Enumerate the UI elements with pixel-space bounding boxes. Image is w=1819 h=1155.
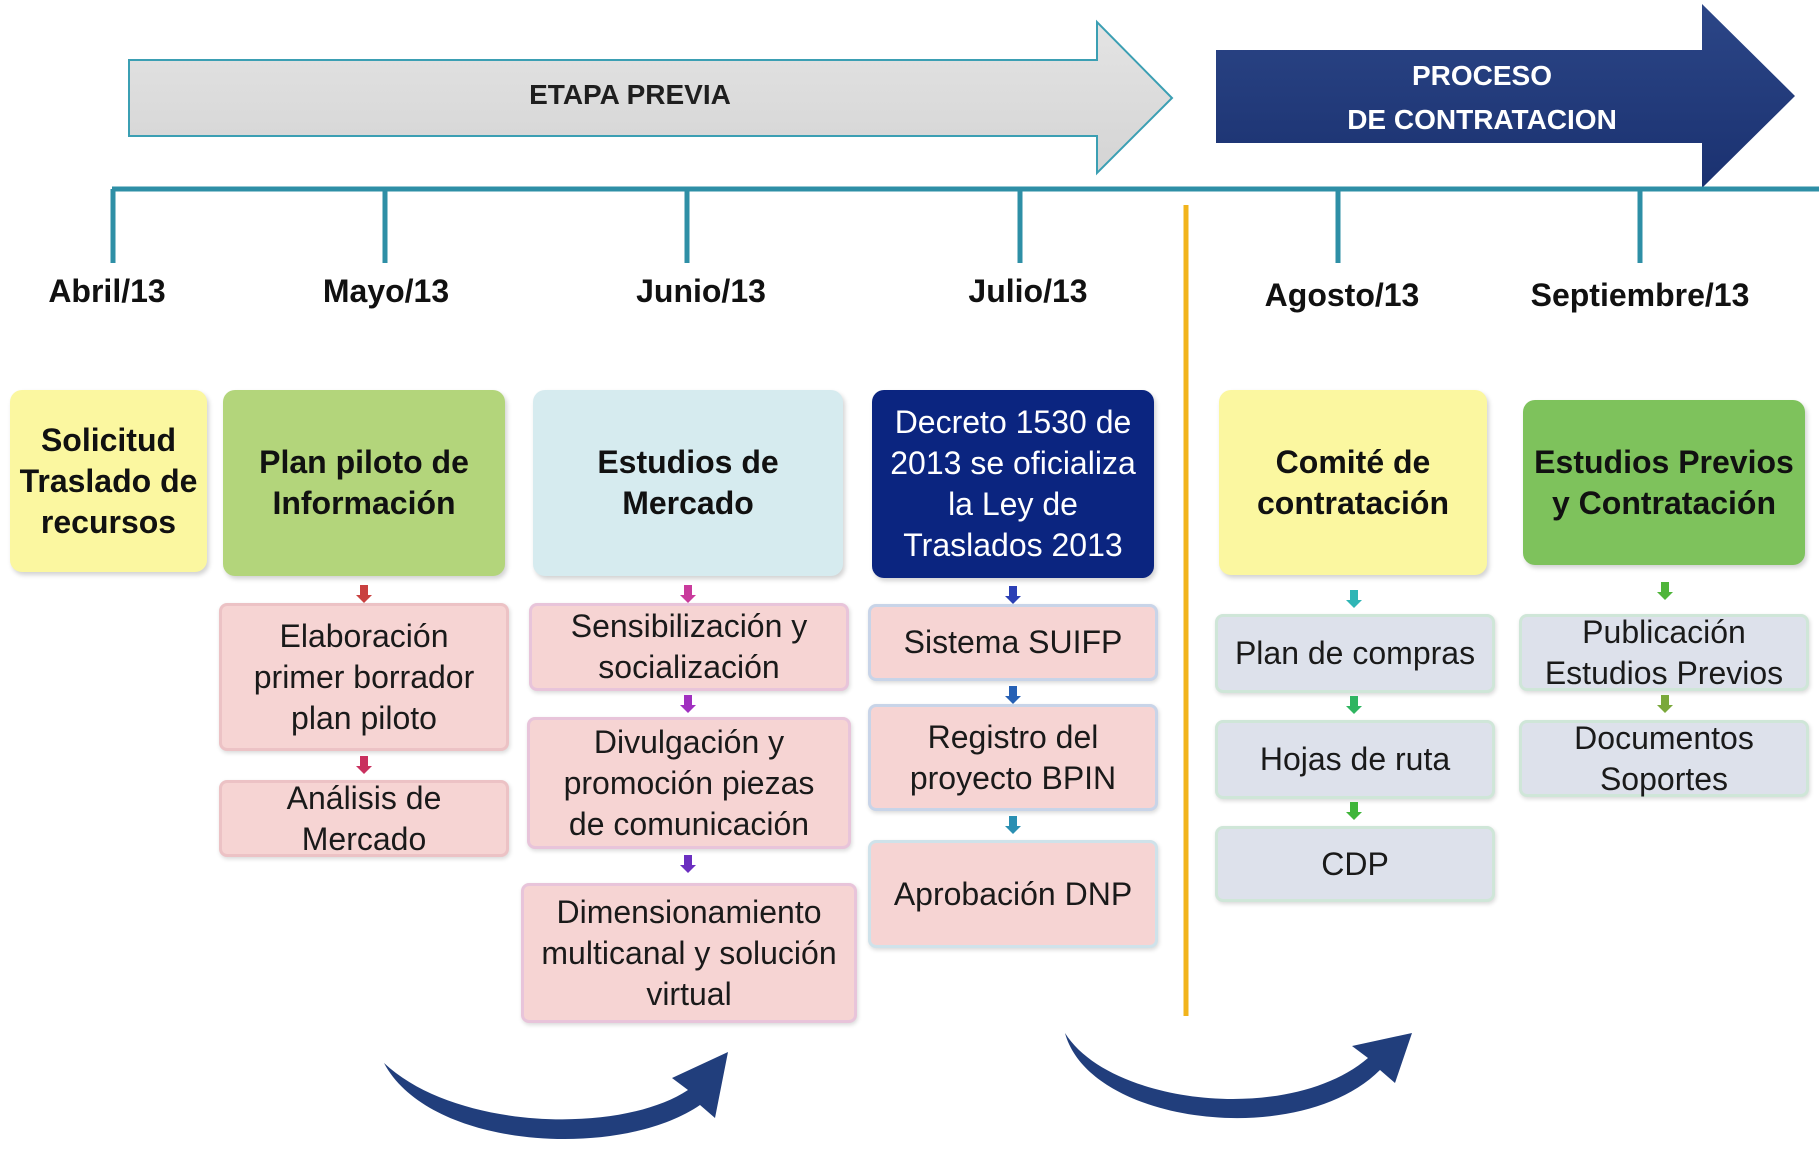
proceso-contratacion-arrow <box>1216 4 1795 188</box>
connector-icon <box>1346 696 1362 714</box>
etapa-previa-arrow <box>128 19 1174 176</box>
header-plan-piloto: Plan piloto de Información <box>223 390 505 576</box>
connector-icon <box>1657 582 1673 600</box>
step-plan-compras: Plan de compras <box>1215 614 1495 693</box>
step-analisis-mercado: Análisis de Mercado <box>219 780 509 857</box>
header-comite-contratacion: Comité de contratación <box>1219 390 1487 575</box>
curved-arrow-left <box>384 1052 728 1140</box>
connector-icon <box>1005 686 1021 704</box>
connector-icon <box>1346 590 1362 608</box>
connector-icon <box>356 585 372 603</box>
connector-icon <box>1346 802 1362 820</box>
proceso-label-line1: PROCESO <box>1411 60 1553 91</box>
header-decreto-1530: Decreto 1530 de 2013 se oficializa la Le… <box>872 390 1154 578</box>
month-septiembre: Septiembre/13 <box>1530 277 1750 313</box>
header-estudios-previos: Estudios Previos y Contratación <box>1523 400 1805 565</box>
connector-icon <box>1657 695 1673 713</box>
step-publicacion-estudios: Publicación Estudios Previos <box>1519 614 1809 691</box>
step-dimensionamiento: Dimensionamiento multicanal y solución v… <box>521 883 857 1023</box>
step-sensibilizacion: Sensibilización y socialización <box>529 603 849 691</box>
proceso-contratacion-label: PROCESO DE CONTRATACION <box>1282 54 1682 142</box>
month-julio: Julio/13 <box>968 273 1088 309</box>
step-aprobacion-dnp: Aprobación DNP <box>868 840 1158 948</box>
step-cdp: CDP <box>1215 826 1495 902</box>
step-registro-bpin: Registro del proyecto BPIN <box>868 704 1158 811</box>
connector-icon <box>680 695 696 713</box>
step-hojas-ruta: Hojas de ruta <box>1215 720 1495 799</box>
step-elaboracion-borrador: Elaboración primer borrador plan piloto <box>219 603 509 751</box>
month-agosto: Agosto/13 <box>1264 277 1420 313</box>
month-junio: Junio/13 <box>636 273 766 309</box>
curved-arrow-right <box>1065 1033 1412 1119</box>
step-documentos-soportes: Documentos Soportes <box>1519 720 1809 797</box>
connector-icon <box>680 855 696 873</box>
etapa-previa-label: ETAPA PREVIA <box>529 79 731 110</box>
step-divulgacion: Divulgación y promoción piezas de comuni… <box>527 717 851 849</box>
connector-icon <box>356 756 372 774</box>
step-sistema-suifp: Sistema SUIFP <box>868 604 1158 681</box>
header-solicitud-traslado: Solicitud Traslado de recursos <box>10 390 207 572</box>
proceso-label-line2: DE CONTRATACION <box>1347 104 1617 135</box>
month-abril: Abril/13 <box>48 273 166 309</box>
connector-icon <box>1005 816 1021 834</box>
connector-icon <box>1005 586 1021 604</box>
month-mayo: Mayo/13 <box>322 273 450 309</box>
connector-icon <box>680 585 696 603</box>
header-estudios-mercado: Estudios de Mercado <box>533 390 843 576</box>
